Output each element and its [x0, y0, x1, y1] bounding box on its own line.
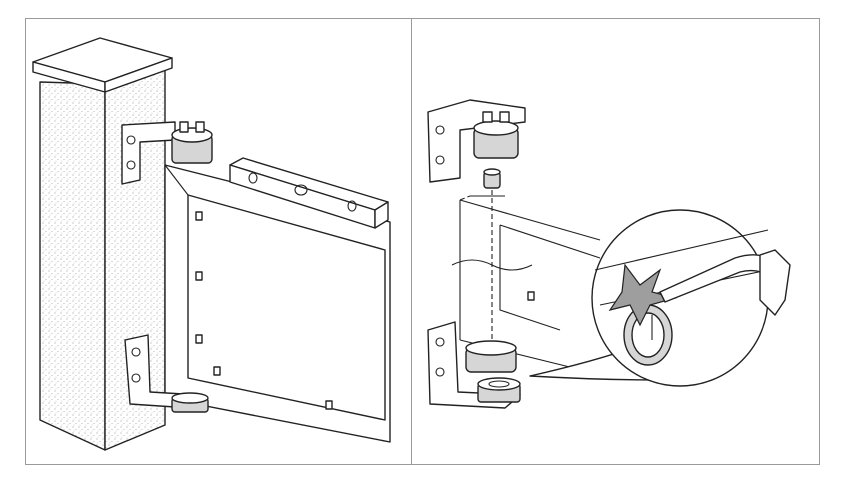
- lower-hinge: [124, 334, 209, 413]
- panel-divider: [411, 18, 412, 465]
- pillar: [32, 37, 173, 451]
- gate-frame: [164, 164, 391, 443]
- hinge-pin: [483, 168, 501, 189]
- illustration-frame: [25, 18, 820, 465]
- upper-hinge: [121, 121, 213, 185]
- welding-magnifier: [529, 209, 791, 387]
- spirit-level: [229, 157, 389, 229]
- lower-bracket: [427, 321, 521, 409]
- upper-bracket: [427, 99, 526, 183]
- left-panel: [32, 37, 391, 451]
- right-panel: [427, 99, 791, 409]
- weld-spark-icon: [608, 263, 678, 327]
